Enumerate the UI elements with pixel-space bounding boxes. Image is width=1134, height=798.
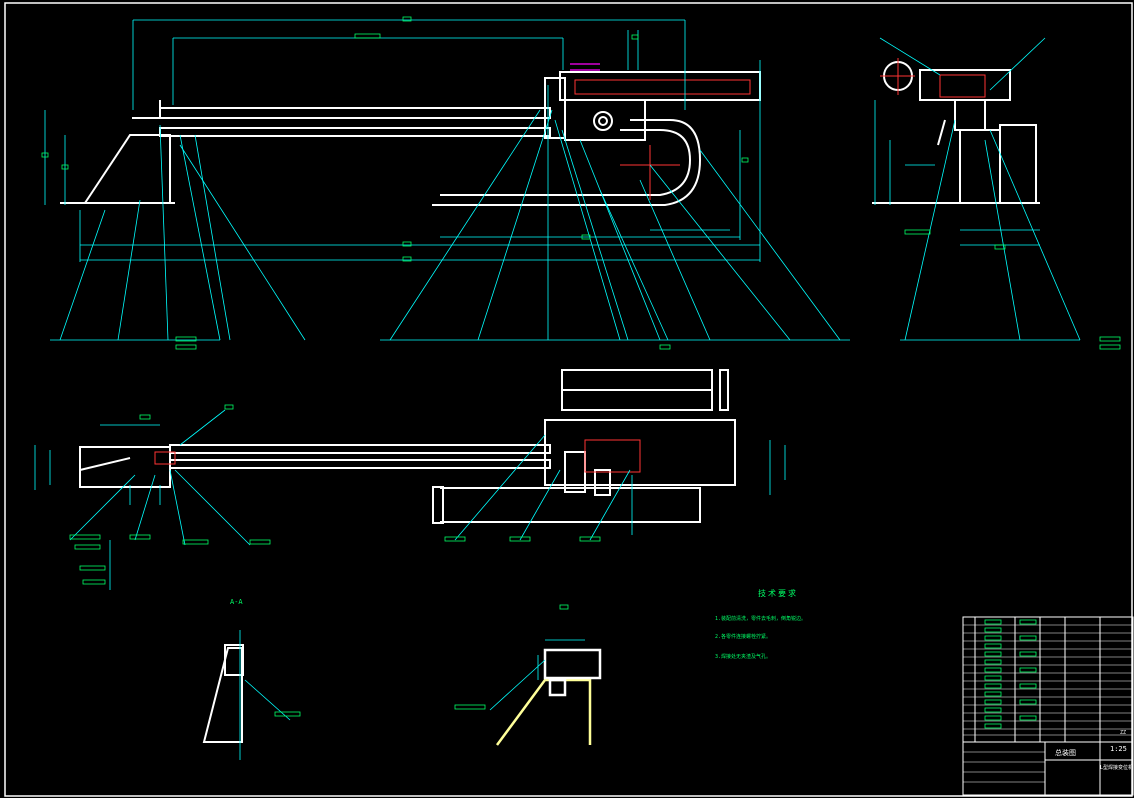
- title-block-drawing-title: 总装图: [1055, 749, 1076, 757]
- side-view-dimensions: [874, 37, 1081, 341]
- side-view-hidden: [880, 58, 986, 98]
- plan-view-dimensions: [34, 409, 786, 590]
- title-block-scale: 1:25: [1110, 745, 1127, 753]
- section-label: A-A: [230, 598, 243, 606]
- front-view-dimensions: [44, 19, 850, 341]
- side-view: [872, 61, 1040, 204]
- title-block-rows: [963, 624, 1133, 783]
- drawing-border: [4, 2, 1133, 797]
- tech-requirement-1: 1.装配前清洗，零件去毛刺，倒角锐边。: [715, 616, 807, 622]
- tech-requirement-2: 2.各零件连接螺栓拧紧。: [715, 634, 772, 640]
- front-view-magenta: [570, 63, 600, 71]
- title-block-sheet-code: ZZ: [1120, 730, 1127, 736]
- tech-requirements-title: 技术要求: [758, 589, 798, 598]
- front-view: [60, 71, 761, 206]
- title-block-item-boxes: [984, 619, 1037, 729]
- plan-view: [79, 369, 736, 524]
- detail-b-dimensions: [489, 639, 585, 711]
- detail-a-dimensions: [239, 630, 291, 760]
- detail-b: [495, 648, 602, 746]
- tech-requirement-3: 3.焊接处无夹渣及气孔。: [715, 654, 772, 660]
- plan-view-hidden: [154, 439, 641, 473]
- dimension-value-boxes: [41, 16, 1121, 717]
- title-block-drawing-name: L型焊接变位机: [1100, 765, 1134, 771]
- detail-a: [202, 644, 244, 743]
